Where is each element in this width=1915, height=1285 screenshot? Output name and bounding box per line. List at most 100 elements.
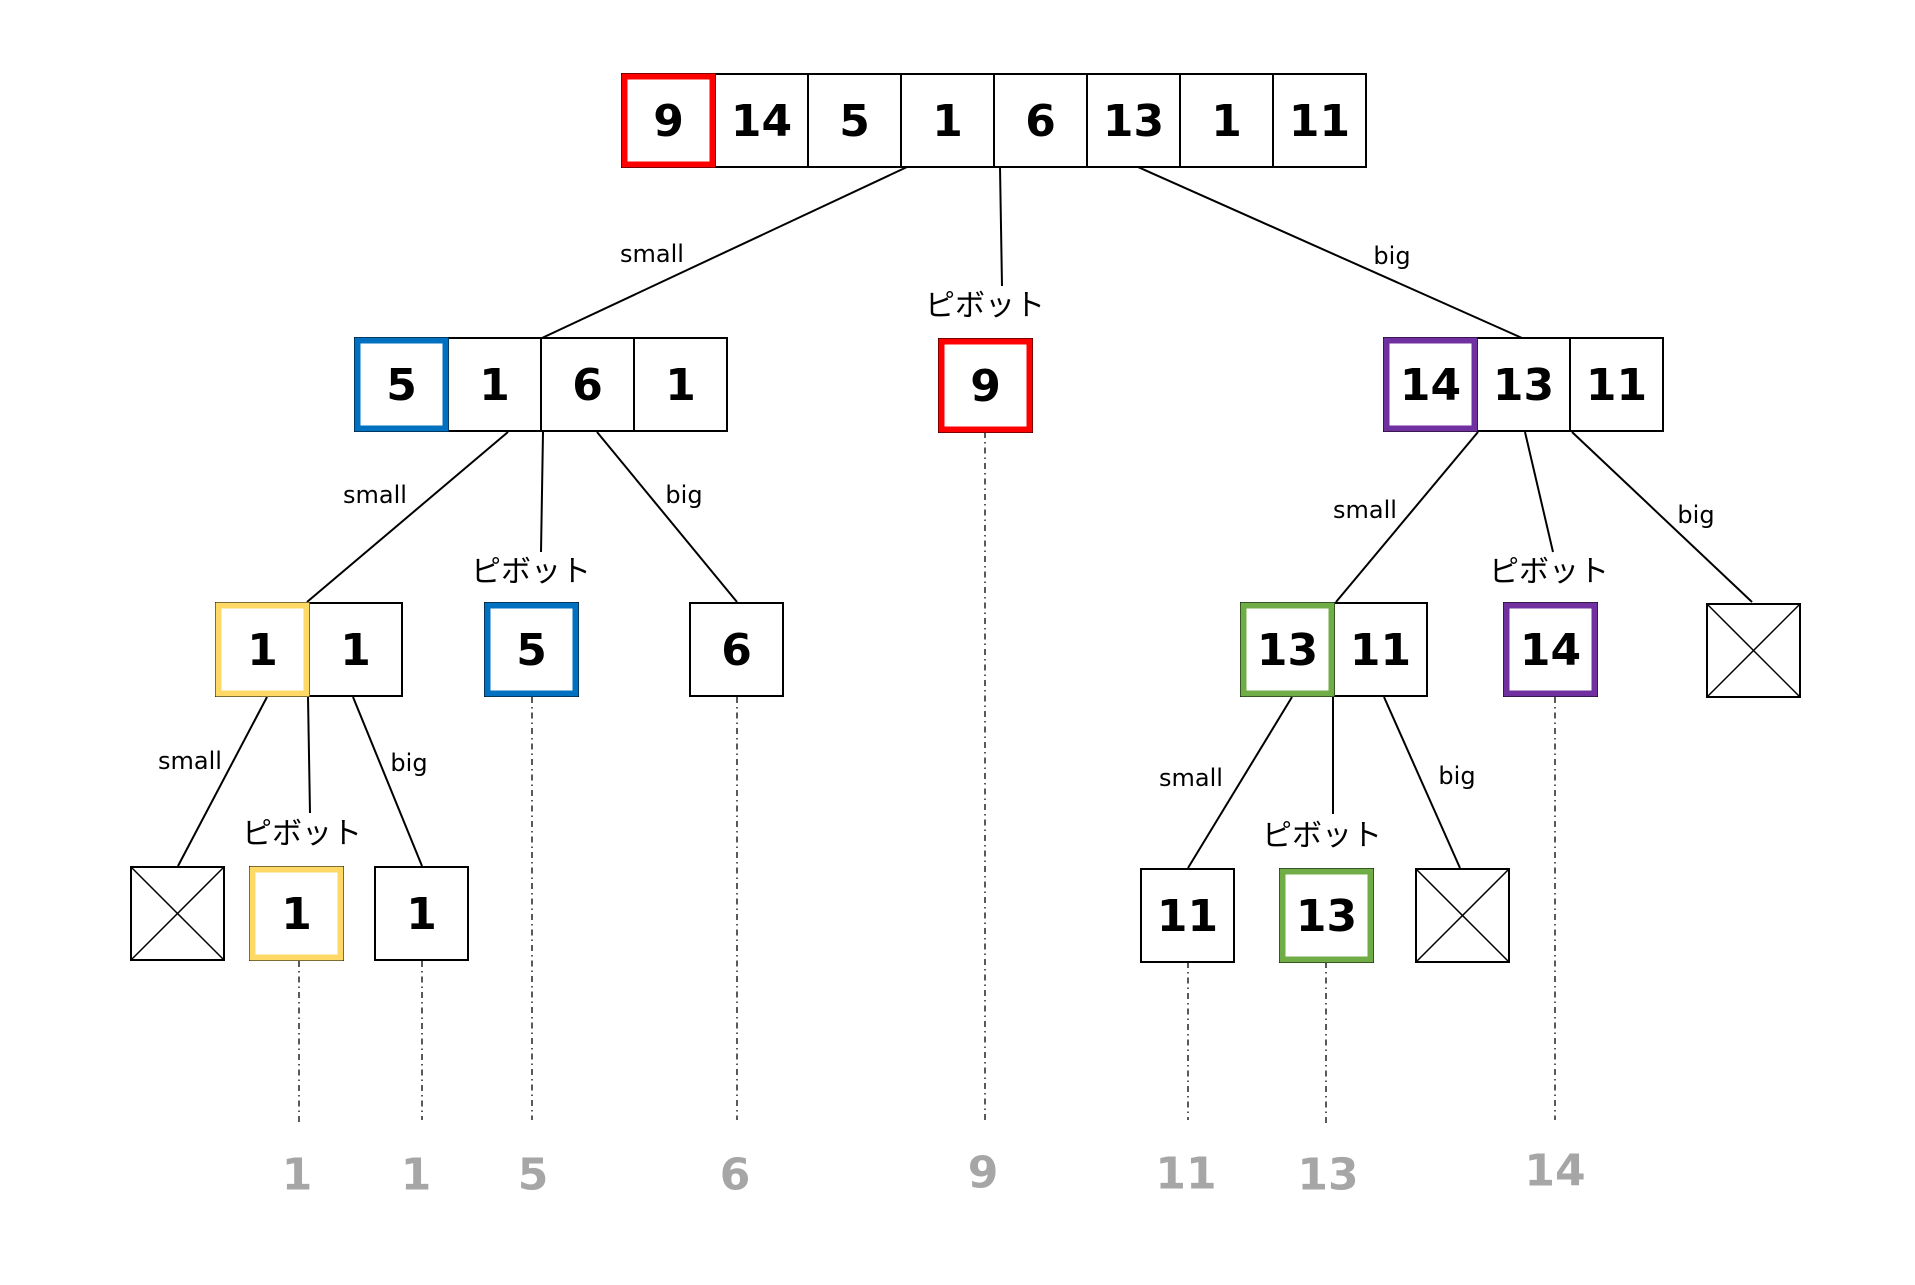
pivot-box-level3b-value: 13 xyxy=(1296,891,1357,942)
pivot-box-level2b-pivot-highlight xyxy=(1503,602,1598,697)
pivot-label: ピボット xyxy=(1489,555,1609,590)
edge-small xyxy=(306,431,509,603)
small-array-level1-pivot-highlight xyxy=(354,337,449,432)
empty-box-level3b-cross xyxy=(1415,868,1510,963)
small-array-level1-value: 6 xyxy=(572,360,603,411)
big-array-level3a-cell xyxy=(374,866,469,961)
connector-lines xyxy=(177,166,1753,1125)
root-array-value: 1 xyxy=(932,96,963,147)
pivot-box-level1-cell xyxy=(938,338,1033,433)
result-value: 6 xyxy=(720,1150,751,1201)
pivot-box-level3a: 1 xyxy=(249,866,344,961)
result-value: 13 xyxy=(1297,1150,1358,1201)
big-array-level1-value: 13 xyxy=(1493,360,1554,411)
edge-small xyxy=(541,166,908,339)
root-array-value: 13 xyxy=(1103,96,1164,147)
root-array-cell xyxy=(1272,73,1367,168)
small-array-level2a-value: 1 xyxy=(340,625,371,676)
root-array-cell xyxy=(714,73,809,168)
big-label: big xyxy=(1438,762,1475,790)
root-array-pivot-highlight xyxy=(621,73,716,168)
small-array-level1-cell xyxy=(633,337,728,432)
small-label: small xyxy=(158,747,222,775)
pivot-label: ピボット xyxy=(471,555,591,590)
edge-big xyxy=(1137,166,1523,339)
root-array-cell xyxy=(1086,73,1181,168)
small-label: small xyxy=(343,481,407,509)
big-label: big xyxy=(1373,242,1410,270)
root-array-value: 9 xyxy=(653,96,684,147)
root-array-value: 6 xyxy=(1025,96,1056,147)
big-array-level1: 14 13 11 xyxy=(1383,337,1664,432)
edge-big xyxy=(596,431,738,603)
root-array-cell xyxy=(993,73,1088,168)
pivot-box-level2a-value: 5 xyxy=(516,625,547,676)
big-label: big xyxy=(1677,501,1714,529)
small-label: small xyxy=(1333,496,1397,524)
pivot-label: ピボット xyxy=(242,817,362,852)
pivot-box-level3a-value: 1 xyxy=(281,889,312,940)
small-array-level1-value: 1 xyxy=(665,360,696,411)
pivot-box-level3a-pivot-highlight xyxy=(249,866,344,961)
big-label: big xyxy=(390,749,427,777)
big-array-level1-pivot-highlight xyxy=(1383,337,1478,432)
edge-small xyxy=(1335,431,1479,603)
root-array-value: 5 xyxy=(839,96,870,147)
edge-big xyxy=(1383,696,1461,869)
pivot-box-level2a-pivot-highlight xyxy=(484,602,579,697)
empty-box-level2b xyxy=(1706,603,1801,698)
pivot-label: ピボット xyxy=(925,289,1045,324)
big-array-level2a-cell xyxy=(689,602,784,697)
pivot-box-level1-pivot-highlight xyxy=(938,338,1033,433)
result-value: 1 xyxy=(401,1150,432,1201)
empty-box-level3b xyxy=(1415,868,1510,963)
root-array-cell xyxy=(1179,73,1274,168)
big-array-level1-value: 11 xyxy=(1586,360,1647,411)
big-array-level3a-value: 1 xyxy=(406,889,437,940)
big-array-level1-cell xyxy=(1476,337,1571,432)
small-array-level2a-value: 1 xyxy=(247,625,278,676)
big-array-level1-cell xyxy=(1569,337,1664,432)
big-label: big xyxy=(665,481,702,509)
small-label: small xyxy=(1159,764,1223,792)
pivot-box-level2a: 5 xyxy=(484,602,579,697)
small-array-level3b: 11 xyxy=(1140,868,1235,963)
edge-small xyxy=(1187,696,1293,869)
pivot-box-level1: 9 xyxy=(938,338,1033,433)
result-value: 5 xyxy=(518,1150,549,1201)
big-array-level1-value: 14 xyxy=(1400,360,1461,411)
edge-pivot xyxy=(540,431,544,553)
small-array-level3b-cell xyxy=(1140,868,1235,963)
root-array-value: 1 xyxy=(1211,96,1242,147)
root-array-value: 14 xyxy=(731,96,792,147)
pivot-box-level2b: 14 xyxy=(1503,602,1598,697)
small-label: small xyxy=(620,240,684,268)
result-value: 9 xyxy=(968,1148,999,1199)
edge-pivot xyxy=(307,696,311,814)
result-value: 1 xyxy=(282,1150,313,1201)
edge-big xyxy=(1571,431,1753,603)
small-array-level2b-value: 13 xyxy=(1257,625,1318,676)
small-array-level2a-pivot-highlight xyxy=(215,602,310,697)
empty-box-level3a xyxy=(130,866,225,961)
small-array-level3b-value: 11 xyxy=(1157,891,1218,942)
edge-big xyxy=(352,696,423,867)
edge-pivot xyxy=(999,166,1003,287)
edge-pivot xyxy=(1524,431,1554,553)
small-array-level1-cell xyxy=(540,337,635,432)
big-array-level3a: 1 xyxy=(374,866,469,961)
empty-box-level2b-cross xyxy=(1706,603,1801,698)
result-value: 14 xyxy=(1524,1146,1585,1197)
pivot-box-level3b: 13 xyxy=(1279,868,1374,963)
result-value: 11 xyxy=(1155,1149,1216,1200)
pivot-box-level1-value: 9 xyxy=(970,361,1001,412)
pivot-box-level2b-value: 14 xyxy=(1520,625,1581,676)
small-array-level1-value: 5 xyxy=(386,360,417,411)
diagram-labels: small big small big small big small big small big… xyxy=(158,240,1715,1201)
empty-box-level3a-cross xyxy=(130,866,225,961)
